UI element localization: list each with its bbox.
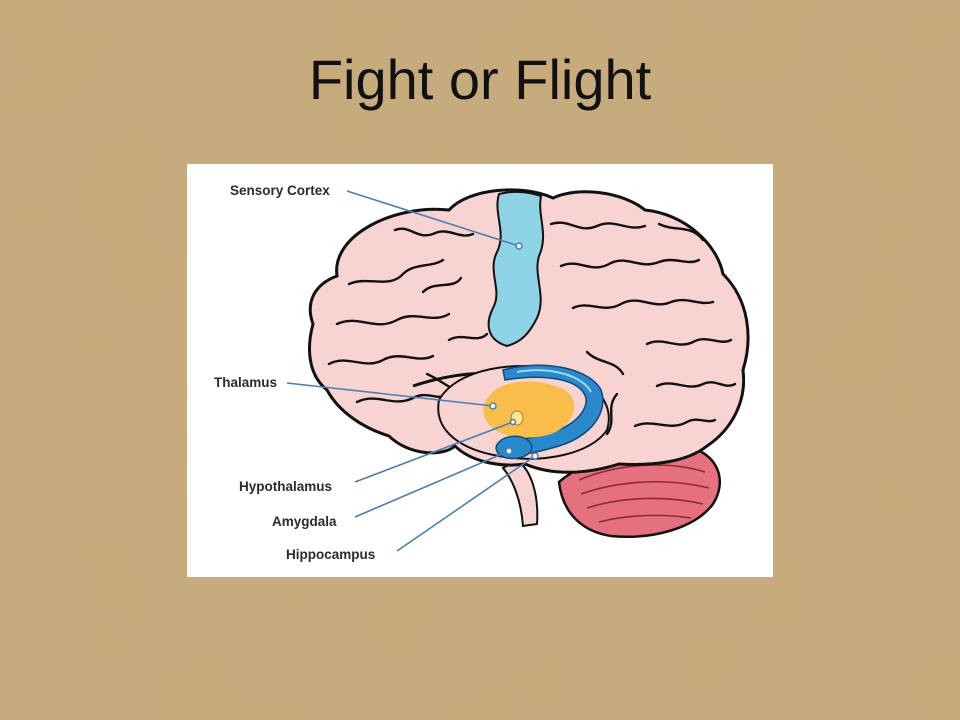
amygdala-pointer xyxy=(354,450,510,518)
thalamus-label: Thalamus xyxy=(214,375,277,390)
brain-illustration: Sensory Cortex Thalamus Hypothalamus Amy… xyxy=(214,183,750,562)
brain-diagram: Sensory Cortex Thalamus Hypothalamus Amy… xyxy=(187,164,773,577)
slide-title: Fight or Flight xyxy=(308,48,652,111)
sensory-cortex-pointer xyxy=(346,190,520,247)
hippocampus-pointer xyxy=(396,455,536,552)
hypothalamus-pointer xyxy=(354,421,514,483)
hypothalamus-label: Hypothalamus xyxy=(239,479,332,494)
amygdala-label: Amygdala xyxy=(272,514,337,529)
thalamus-pointer xyxy=(286,382,494,407)
brain-stem xyxy=(501,458,539,528)
sensory-cortex-region xyxy=(487,190,545,348)
sensory-cortex-label: Sensory Cortex xyxy=(230,183,330,198)
hippocampus-label: Hippocampus xyxy=(286,547,375,562)
thalamus-region xyxy=(483,381,575,438)
